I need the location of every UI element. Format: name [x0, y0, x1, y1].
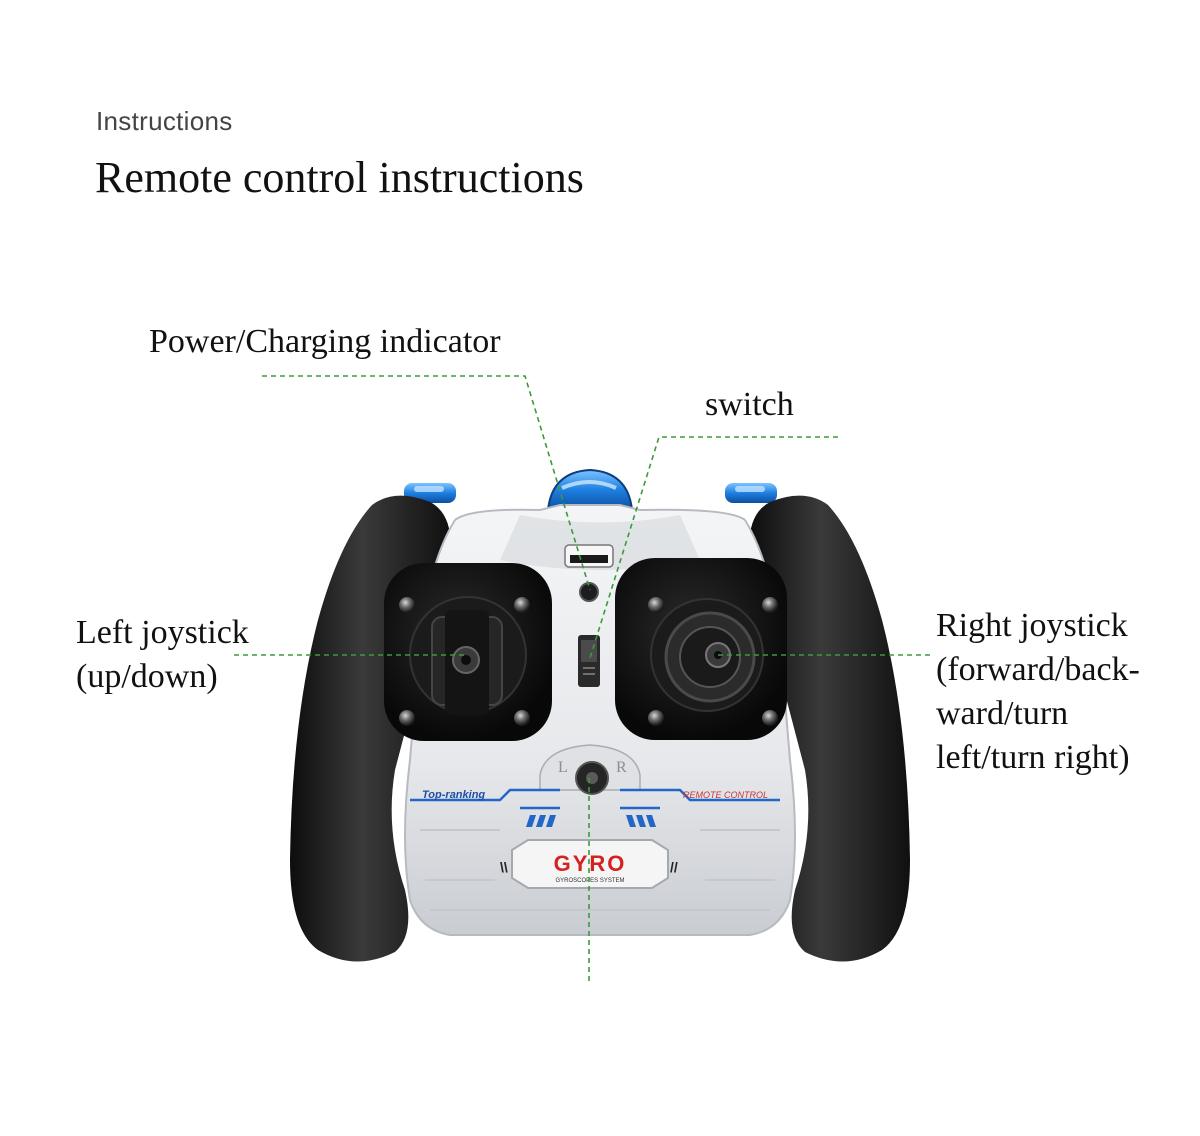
- right-shoulder-button: [725, 483, 777, 503]
- callout-left-line-1: Left joystick: [76, 611, 249, 655]
- gyro-badge-subtext: GYROSCOPES SYSTEM: [555, 878, 624, 884]
- callout-right-line-2: (forward/back-: [936, 648, 1140, 692]
- remote-control-text: REMOTE CONTROL: [683, 790, 768, 800]
- trim-right-letter: R: [616, 759, 627, 776]
- callout-right-line-3: ward/turn: [936, 692, 1140, 736]
- right-joystick: [615, 558, 787, 740]
- callout-right-line-1: Right joystick: [936, 604, 1140, 648]
- callout-switch: switch: [705, 383, 794, 427]
- top-ranking-text: Top-ranking: [422, 789, 485, 801]
- callout-right-joystick: Right joystick (forward/back- ward/turn …: [936, 604, 1140, 780]
- callout-power-indicator: Power/Charging indicator: [149, 320, 501, 364]
- power-switch: [578, 635, 600, 687]
- left-joystick: [384, 563, 552, 741]
- svg-text:\\: \\: [500, 859, 508, 875]
- svg-text://: //: [670, 859, 678, 875]
- callout-left-line-2: (up/down): [76, 655, 249, 699]
- gyro-badge-text: GYRO: [554, 851, 627, 876]
- callout-right-line-4: left/turn right): [936, 736, 1140, 780]
- trim-left-letter: L: [558, 759, 568, 776]
- callout-left-joystick: Left joystick (up/down): [76, 611, 249, 699]
